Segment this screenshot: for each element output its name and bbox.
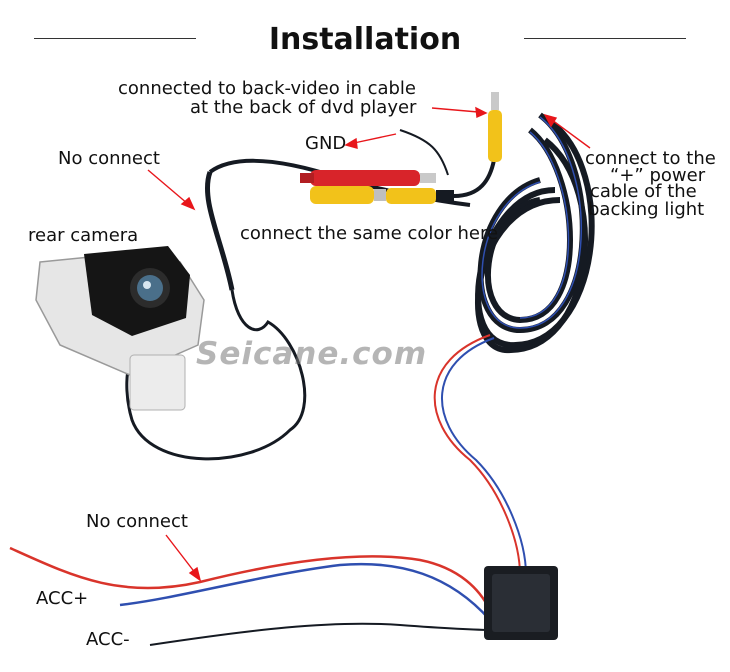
label-power-line1: connect to the (585, 148, 716, 169)
watermark: Seicane.com (196, 336, 428, 372)
label-power-line3: cable of the (590, 181, 697, 202)
label-power-line4: backing light (588, 199, 705, 220)
rca-red-pair (300, 170, 436, 186)
power-wire-red (433, 334, 521, 576)
diagram-title: Installation (268, 22, 462, 57)
label-same-color: connect the same color here (240, 223, 499, 244)
acc-wire-blue (119, 562, 491, 621)
cable-coil (475, 112, 595, 354)
camera-lead-cable (204, 171, 235, 291)
pointer-arrows (147, 106, 591, 582)
label-back-video-line2: at the back of dvd player (190, 97, 417, 118)
rca-single-yellow (488, 92, 502, 162)
label-rear-camera: rear camera (28, 225, 139, 246)
title-rule-right (524, 38, 686, 39)
camera-video-cable (125, 289, 307, 461)
label-power-line2: “+” power (610, 165, 706, 186)
acc-wire-black (149, 622, 496, 646)
label-no-connect-bottom: No connect (86, 511, 188, 532)
title-rule-left (34, 38, 196, 39)
rca-yellow-pair (310, 186, 454, 204)
label-gnd: GND (305, 133, 347, 154)
label-back-video-line1: connected to back-video in cable (118, 78, 417, 99)
acc-wire-red (9, 546, 492, 611)
label-no-connect-top: No connect (58, 148, 160, 169)
cable-coil-blue (481, 116, 582, 329)
yellow-video-lead (453, 159, 496, 198)
label-acc-minus: ACC- (86, 629, 130, 650)
power-wire-blue (441, 337, 527, 576)
rear-camera-body (35, 246, 205, 411)
label-acc-plus: ACC+ (36, 588, 89, 609)
gnd-wire (399, 129, 449, 176)
relay-module (484, 566, 558, 640)
